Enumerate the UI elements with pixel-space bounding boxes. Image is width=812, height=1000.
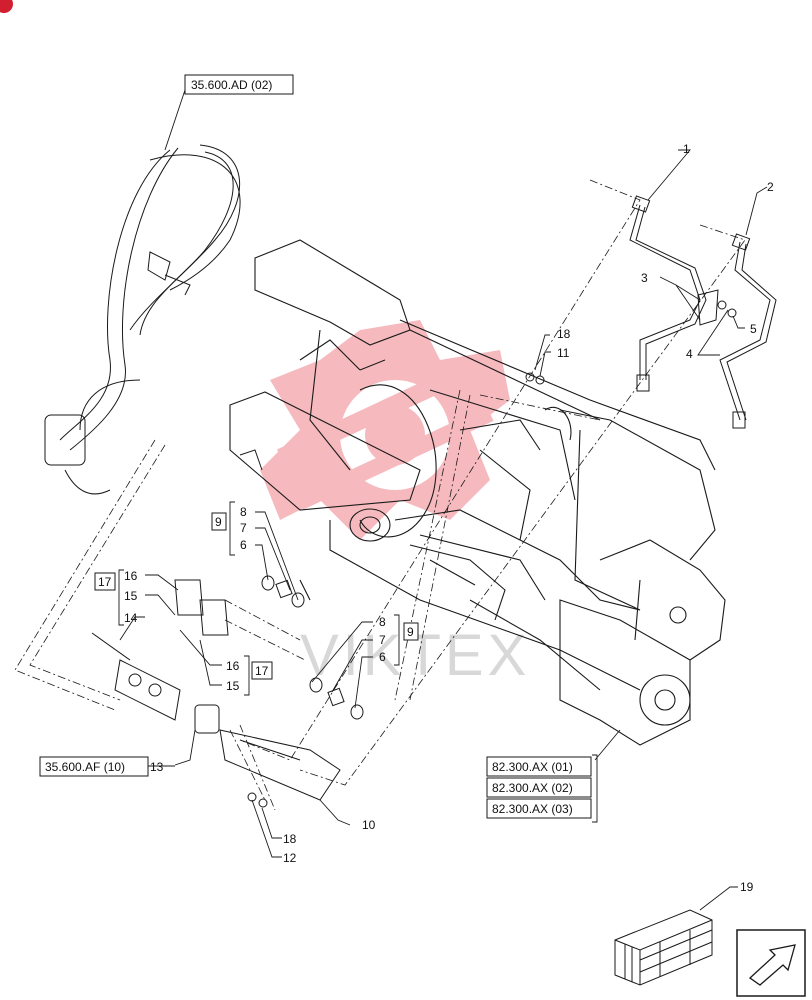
callout-19[interactable]: 19 bbox=[740, 880, 754, 894]
callout-6-mid[interactable]: 6 bbox=[379, 650, 386, 664]
callout-16-right[interactable]: 16 bbox=[226, 659, 240, 673]
callout-18-bottom[interactable]: 18 bbox=[283, 832, 297, 846]
fittings-group bbox=[91, 359, 545, 808]
callout-14[interactable]: 14 bbox=[124, 611, 138, 625]
svg-text:82.300.AX (03): 82.300.AX (03) bbox=[492, 802, 573, 816]
callout-3[interactable]: 3 bbox=[641, 271, 648, 285]
callout-10[interactable]: 10 bbox=[362, 818, 376, 832]
svg-text:35.600.AF (10): 35.600.AF (10) bbox=[45, 760, 125, 774]
kit-box-17-left[interactable]: 17 bbox=[94, 572, 116, 591]
bracket-marks bbox=[118, 501, 598, 823]
callout-15-right[interactable]: 15 bbox=[226, 679, 240, 693]
svg-text:35.600.AD (02): 35.600.AD (02) bbox=[191, 78, 272, 92]
pipe-assembly bbox=[629, 195, 777, 429]
ref-box-valve[interactable]: 35.600.AF (10) bbox=[39, 756, 175, 777]
watermark-logo-icon bbox=[260, 320, 510, 540]
svg-text:9: 9 bbox=[407, 625, 414, 639]
ref-box-frame-3[interactable]: 82.300.AX (03) bbox=[486, 798, 592, 819]
svg-text:82.300.AX (01): 82.300.AX (01) bbox=[492, 760, 573, 774]
kit-box-9-mid[interactable]: 9 bbox=[403, 622, 419, 641]
ref-box-hoses[interactable]: 35.600.AD (02) bbox=[184, 74, 294, 95]
callout-18-top[interactable]: 18 bbox=[557, 327, 571, 341]
callout-11[interactable]: 11 bbox=[557, 346, 570, 360]
callout-15-left[interactable]: 15 bbox=[124, 589, 138, 603]
callout-13[interactable]: 13 bbox=[150, 760, 164, 774]
callout-8-mid[interactable]: 8 bbox=[379, 615, 386, 629]
ref-box-frame-2[interactable]: 82.300.AX (02) bbox=[486, 777, 592, 798]
callout-2[interactable]: 2 bbox=[767, 180, 774, 194]
svg-text:17: 17 bbox=[255, 664, 269, 678]
svg-text:9: 9 bbox=[215, 515, 222, 529]
callout-8-top[interactable]: 8 bbox=[240, 505, 247, 519]
corner-badge-icon bbox=[0, 0, 13, 13]
kit-crate-icon bbox=[614, 909, 713, 986]
hose-bundle bbox=[44, 144, 241, 495]
callout-6-top[interactable]: 6 bbox=[240, 538, 247, 552]
ref-box-frame-1[interactable]: 82.300.AX (01) bbox=[486, 756, 592, 777]
callout-5[interactable]: 5 bbox=[750, 322, 757, 336]
next-page-arrow-icon[interactable] bbox=[736, 929, 806, 997]
svg-text:17: 17 bbox=[98, 575, 112, 589]
loader-frame bbox=[229, 239, 726, 746]
svg-text:82.300.AX (02): 82.300.AX (02) bbox=[492, 781, 573, 795]
guide-lines bbox=[14, 179, 746, 811]
kit-box-9-top[interactable]: 9 bbox=[211, 512, 227, 531]
callout-7-top[interactable]: 7 bbox=[240, 521, 247, 535]
callout-4[interactable]: 4 bbox=[686, 347, 693, 361]
callout-16-left[interactable]: 16 bbox=[124, 569, 138, 583]
leader-lines bbox=[119, 89, 768, 911]
callout-7-mid[interactable]: 7 bbox=[379, 633, 386, 647]
callout-12[interactable]: 12 bbox=[283, 851, 297, 865]
kit-box-17-right[interactable]: 17 bbox=[251, 661, 273, 680]
callout-1[interactable]: 1 bbox=[683, 142, 690, 156]
